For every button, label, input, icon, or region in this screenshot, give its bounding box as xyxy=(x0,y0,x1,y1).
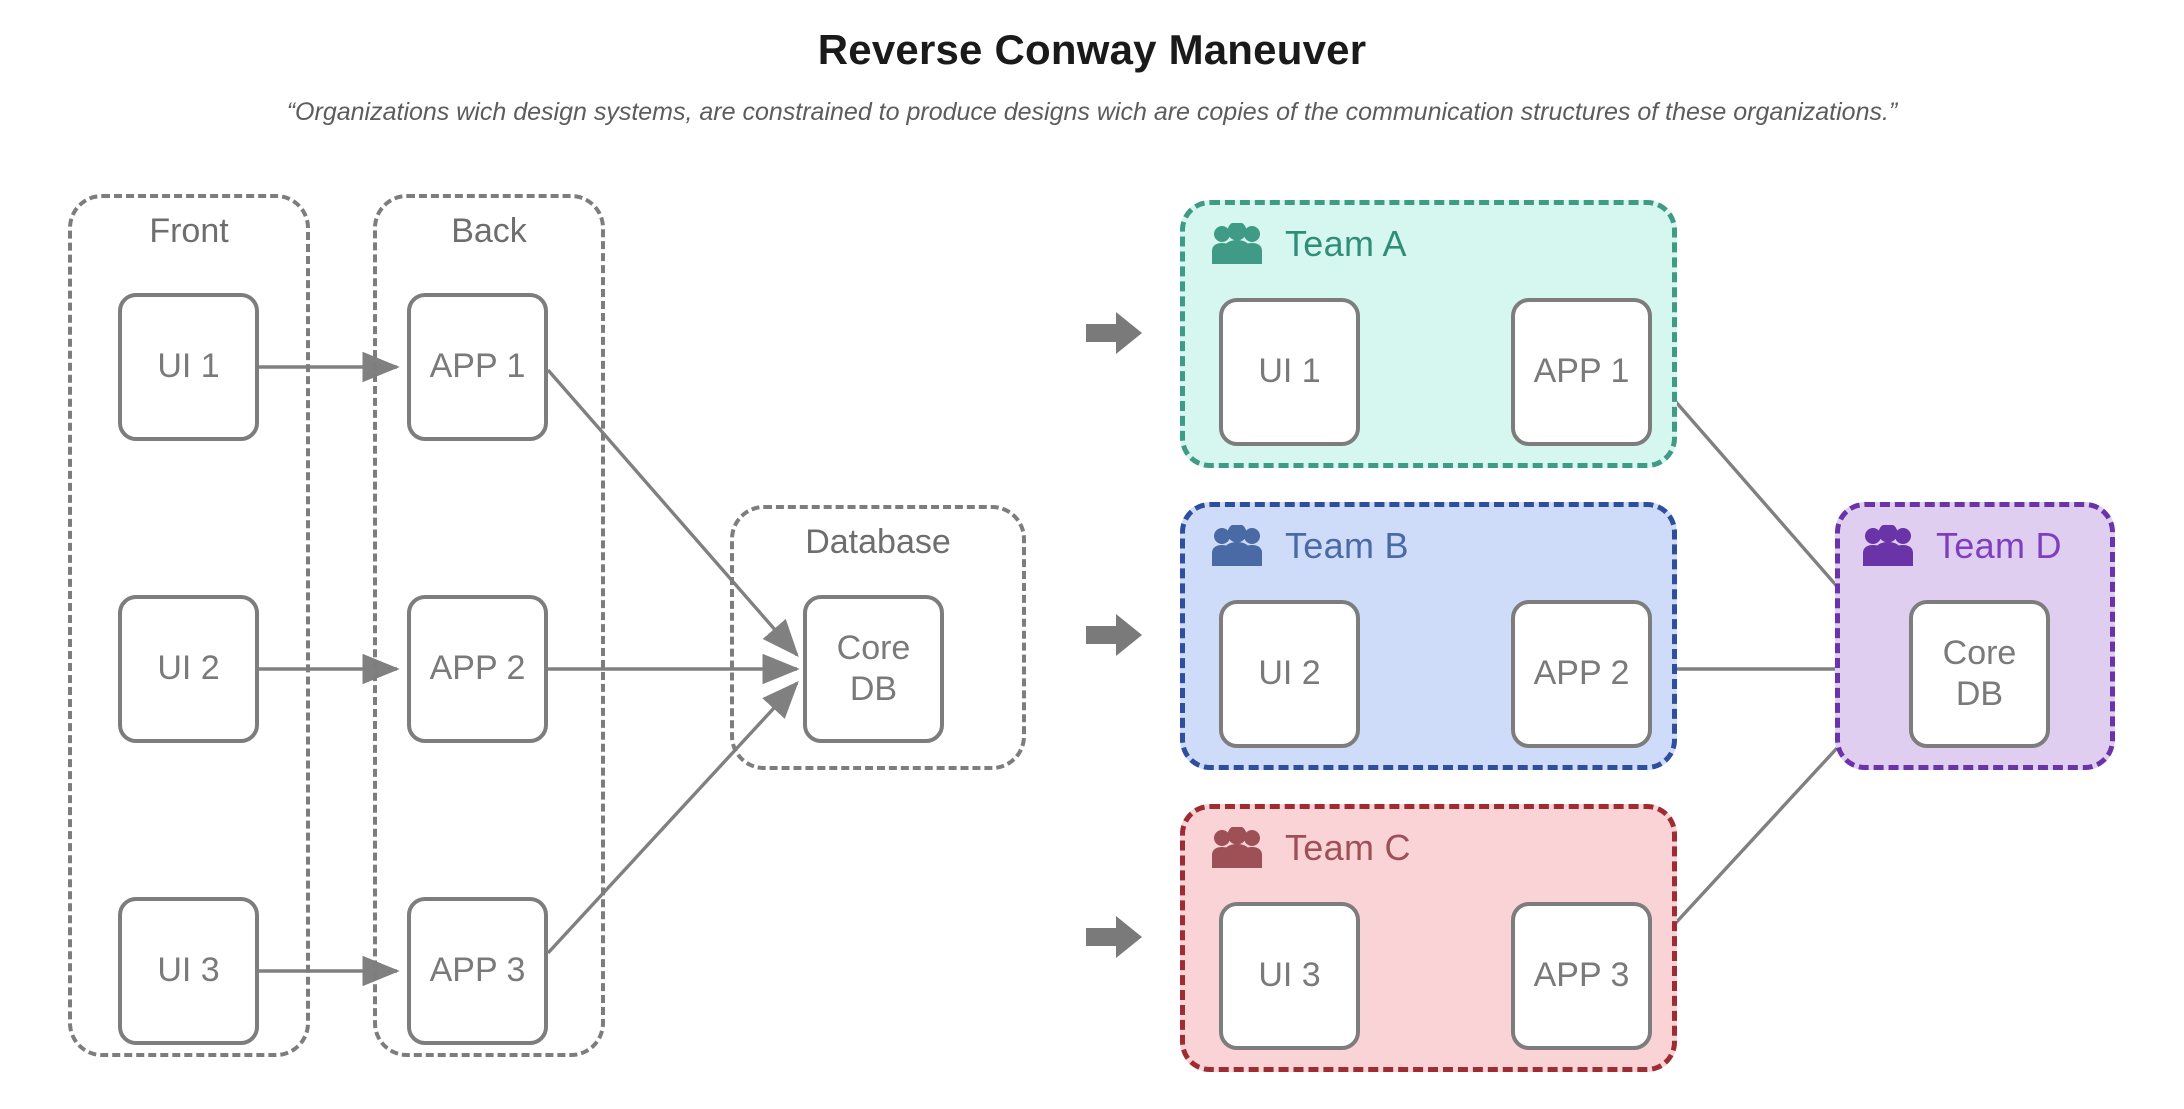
group-front-label: Front xyxy=(149,212,229,250)
group-front: Front xyxy=(68,194,310,1057)
node-c-app3-label: APP 3 xyxy=(1533,956,1630,995)
group-back-label: Back xyxy=(451,212,527,250)
users-icon xyxy=(1863,525,1913,566)
node-a-app1-label: APP 1 xyxy=(1533,352,1630,391)
node-app3-label: APP 3 xyxy=(429,951,526,990)
node-a-app1[interactable]: APP 1 xyxy=(1511,298,1652,446)
node-b-ui2[interactable]: UI 2 xyxy=(1219,600,1360,748)
page-title: Reverse Conway Maneuver xyxy=(817,26,1367,73)
node-app1[interactable]: APP 1 xyxy=(407,293,548,441)
node-d-core-db-label-line1: Core xyxy=(1942,633,2017,672)
group-back: Back xyxy=(373,194,605,1057)
node-d-core-db-label-line2: DB xyxy=(1955,675,2004,713)
users-icon xyxy=(1212,525,1262,566)
node-ui3-label: UI 3 xyxy=(157,951,220,990)
users-icon xyxy=(1212,223,1262,264)
node-b-app2[interactable]: APP 2 xyxy=(1511,600,1652,748)
node-c-ui3-label: UI 3 xyxy=(1258,956,1321,995)
team-panel-c[interactable]: Team C UI 3 APP 3 xyxy=(1180,804,1677,1072)
team-c-header: Team C xyxy=(1211,827,1411,869)
node-a-ui1[interactable]: UI 1 xyxy=(1219,298,1360,446)
team-b-name: Team B xyxy=(1285,525,1409,566)
team-d-header: Team D xyxy=(1862,525,2062,567)
node-ui1[interactable]: UI 1 xyxy=(118,293,259,441)
node-core-db-label-line1: Core xyxy=(836,628,911,667)
page-subtitle-quote: “Organizations wich design systems, are … xyxy=(286,98,1898,126)
node-app3[interactable]: APP 3 xyxy=(407,897,548,1045)
team-a-header: Team A xyxy=(1211,223,1407,265)
node-a-ui1-label: UI 1 xyxy=(1258,352,1321,391)
node-ui2[interactable]: UI 2 xyxy=(118,595,259,743)
users-icon xyxy=(1212,827,1262,868)
node-ui2-label: UI 2 xyxy=(157,649,220,688)
node-app1-label: APP 1 xyxy=(429,347,526,386)
node-app2-label: APP 2 xyxy=(429,649,526,688)
right-block-arrow-icon-to-team-a xyxy=(1086,312,1142,354)
team-panel-a[interactable]: Team A UI 1 APP 1 xyxy=(1180,200,1677,468)
right-block-arrow-icon-to-team-c xyxy=(1086,916,1142,958)
right-block-arrow-icon-to-team-b xyxy=(1086,614,1142,656)
node-ui3[interactable]: UI 3 xyxy=(118,897,259,1045)
team-panel-d[interactable]: Team D Core DB xyxy=(1835,502,2115,770)
group-database: Database xyxy=(730,505,1026,770)
team-a-name: Team A xyxy=(1285,223,1407,264)
node-c-ui3[interactable]: UI 3 xyxy=(1219,902,1360,1050)
team-panel-b[interactable]: Team B UI 2 APP 2 xyxy=(1180,502,1677,770)
node-app2[interactable]: APP 2 xyxy=(407,595,548,743)
node-b-ui2-label: UI 2 xyxy=(1258,654,1321,693)
node-c-app3[interactable]: APP 3 xyxy=(1511,902,1652,1050)
team-d-name: Team D xyxy=(1936,525,2062,566)
node-core-db-label-line2: DB xyxy=(849,670,898,708)
node-d-core-db[interactable]: Core DB xyxy=(1909,600,2050,748)
team-c-name: Team C xyxy=(1285,827,1411,868)
team-b-header: Team B xyxy=(1211,525,1409,567)
node-ui1-label: UI 1 xyxy=(157,347,220,386)
node-b-app2-label: APP 2 xyxy=(1533,654,1630,693)
group-database-label: Database xyxy=(805,523,951,561)
node-core-db[interactable]: Core DB xyxy=(803,595,944,743)
